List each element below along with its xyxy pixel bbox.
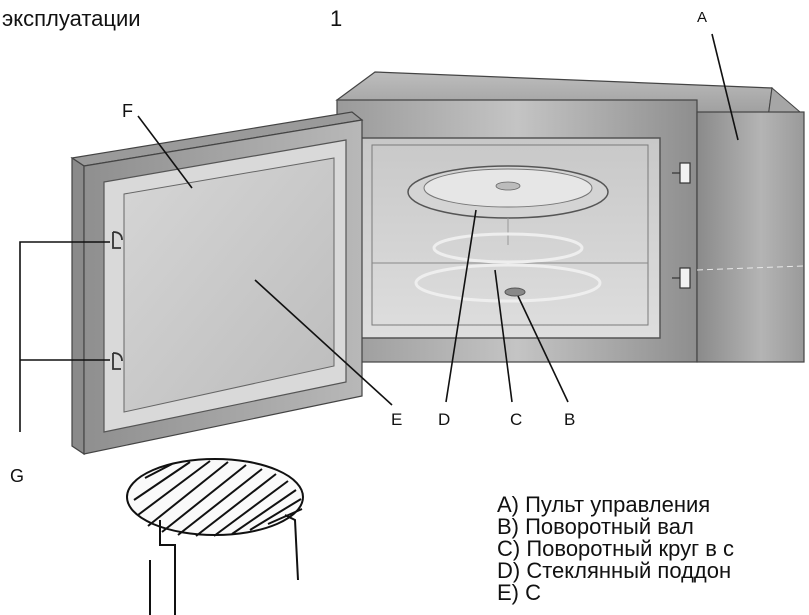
leader-line-g-upper <box>19 241 110 432</box>
leader-line-c <box>494 269 513 403</box>
glass-tray <box>407 165 609 245</box>
wire-rack <box>126 458 304 615</box>
latch-slot-lower <box>672 267 691 289</box>
label-a: A <box>697 9 707 26</box>
page-header-title: эксплуатации <box>2 6 141 31</box>
door-hook-upper <box>112 231 123 249</box>
label-f: F <box>122 101 133 121</box>
turntable-shaft <box>504 287 526 297</box>
leader-line-b <box>517 295 569 403</box>
page-number: 1 <box>330 6 343 31</box>
leader-line-e <box>254 279 393 406</box>
roller-ring <box>414 232 602 303</box>
legend-item-c: C) Поворотный круг в с <box>497 536 735 561</box>
label-g: G <box>10 466 24 486</box>
leader-line-d <box>445 209 477 403</box>
microwave-door <box>70 111 364 456</box>
legend-item-b: B) Поворотный вал <box>497 514 694 539</box>
label-e: E <box>391 410 402 429</box>
label-b: B <box>564 410 575 429</box>
door-hook-lower <box>112 352 123 370</box>
leader-line-a <box>711 33 739 141</box>
legend-item-e: E) С <box>497 580 541 605</box>
label-d: D <box>438 410 450 429</box>
oven-cavity <box>359 137 661 339</box>
legend-item-d: D) Стеклянный поддон <box>497 558 732 583</box>
leader-line-f <box>137 115 193 189</box>
legend-item-a: A) Пульт управления <box>497 492 711 517</box>
latch-slot-upper <box>672 162 691 184</box>
label-c: C <box>510 410 522 429</box>
parts-legend: A) Пульт управления B) Поворотный вал C)… <box>497 494 734 604</box>
